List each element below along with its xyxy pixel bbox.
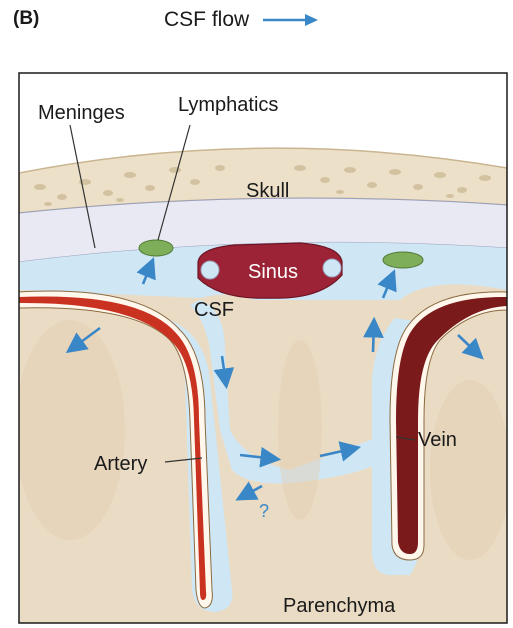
label-parenchyma: Parenchyma xyxy=(283,595,396,617)
label-vein: Vein xyxy=(418,429,457,451)
lymphatic-vessel-right xyxy=(383,252,423,268)
lymphatic-vessel-left xyxy=(139,240,173,256)
label-csf: CSF xyxy=(194,299,234,321)
label-lymphatics: Lymphatics xyxy=(178,94,278,116)
label-meninges: Meninges xyxy=(38,102,125,124)
label-sinus: Sinus xyxy=(248,261,298,283)
label-skull: Skull xyxy=(246,180,289,202)
label-question: ? xyxy=(259,501,269,521)
label-artery: Artery xyxy=(94,453,147,475)
